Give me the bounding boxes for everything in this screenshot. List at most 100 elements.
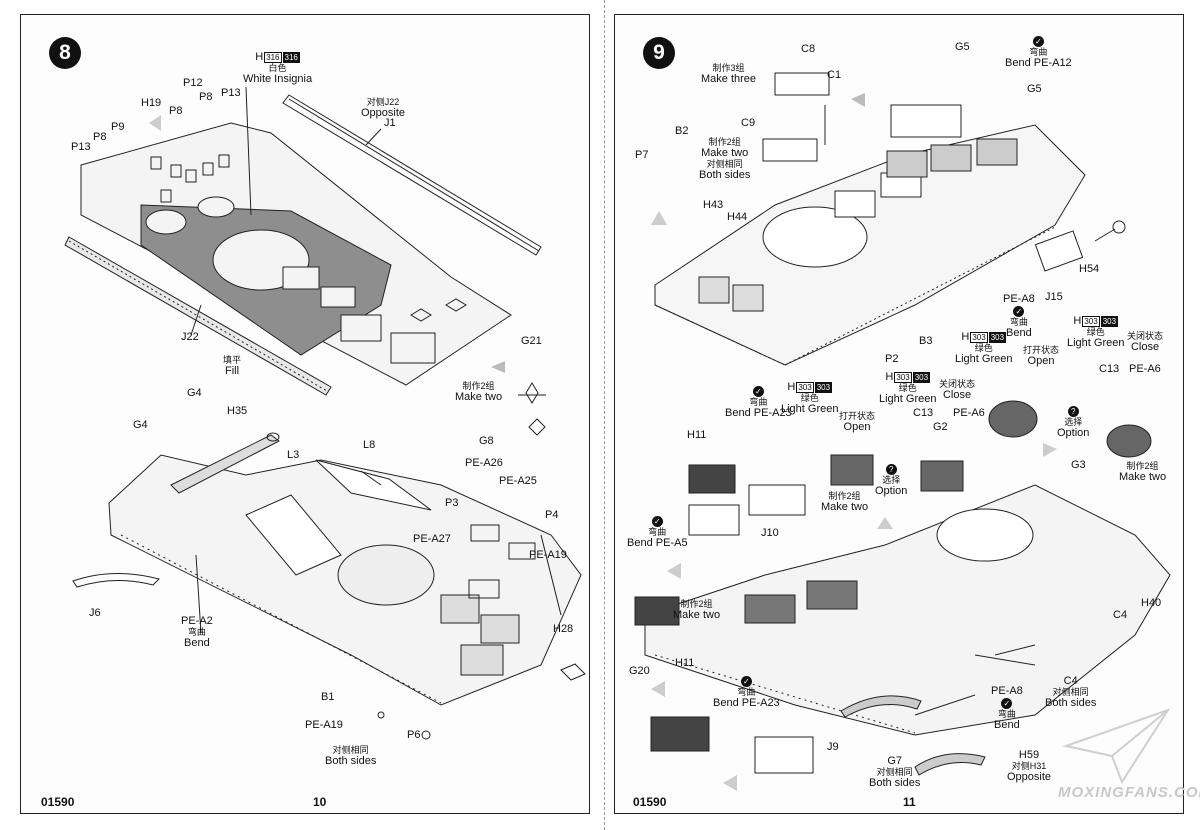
part-h303-prefix: H bbox=[787, 381, 796, 393]
part-b1: B1 bbox=[321, 691, 335, 703]
color-label-cn: 绿色 bbox=[800, 393, 819, 403]
label-en: Both sides bbox=[325, 755, 377, 767]
part-c8: C8 bbox=[801, 43, 816, 55]
option-question-icon: ? bbox=[1067, 406, 1079, 417]
label-cn: 对侧相同 bbox=[332, 745, 369, 755]
color-label-en: White Insignia bbox=[243, 73, 313, 85]
part-pe-a2: PE-A2 bbox=[181, 615, 213, 627]
callout-pe-a8: PE-A8 ✓ 弯曲 Bend bbox=[991, 685, 1023, 731]
part-h303-prefix: H bbox=[1073, 315, 1082, 327]
part-j15: J15 bbox=[1045, 291, 1063, 303]
fill-label-en: Fill bbox=[224, 365, 240, 377]
color-label-cn: 绿色 bbox=[898, 383, 917, 393]
bend-label-en: Bend bbox=[1006, 327, 1032, 339]
paint-code-filled: 303 bbox=[814, 382, 833, 393]
paper-plane-watermark-icon bbox=[1062, 708, 1171, 785]
label-en: Both sides bbox=[699, 169, 751, 181]
label-en: Make two bbox=[821, 501, 869, 513]
color-label-cn: 绿色 bbox=[1086, 327, 1105, 337]
part-h40: H40 bbox=[1141, 597, 1162, 609]
bend-label-cn: 弯曲 bbox=[1009, 317, 1028, 327]
part-pe-a6: PE-A6 bbox=[953, 407, 985, 419]
label-en: Make two bbox=[1119, 471, 1167, 483]
callout-pe-a5: ✓ 弯曲 Bend PE-A5 bbox=[627, 515, 688, 549]
product-code: 01590 bbox=[633, 795, 667, 809]
label-en: Both sides bbox=[869, 777, 921, 789]
part-p9: P9 bbox=[111, 121, 125, 133]
step-number-badge: 8 bbox=[49, 37, 81, 69]
label-en: Option bbox=[1057, 427, 1090, 439]
callout-pe-a23: ✓ 弯曲 Bend PE-A23 bbox=[713, 675, 780, 709]
part-p6: P6 bbox=[407, 729, 421, 741]
part-j1: J1 bbox=[384, 117, 396, 129]
part-g7: G7 bbox=[887, 755, 903, 767]
part-h28: H28 bbox=[553, 623, 574, 635]
part-p13: P13 bbox=[71, 141, 91, 153]
color-label-en: Light Green bbox=[879, 393, 937, 405]
bend-label-en: Bend bbox=[994, 719, 1020, 731]
part-pe-a19: PE-A19 bbox=[529, 549, 567, 561]
bend-check-icon: ✓ bbox=[651, 516, 663, 527]
part-p4: P4 bbox=[545, 509, 559, 521]
bend-check-icon: ✓ bbox=[752, 386, 764, 397]
part-j6: J6 bbox=[89, 607, 101, 619]
paint-code-filled: 303 bbox=[912, 372, 931, 383]
part-c9: C9 bbox=[741, 117, 756, 129]
part-j22: J22 bbox=[181, 331, 199, 343]
label-cn: 制作2组 bbox=[462, 381, 495, 391]
step-number-badge: 9 bbox=[643, 37, 675, 69]
page-number: 10 bbox=[313, 795, 327, 809]
paint-code-outline: 303 bbox=[796, 382, 814, 393]
h59-opposite-note: H59 对侧H31 Opposite bbox=[1007, 749, 1051, 783]
part-pe-a23: PE-A23 bbox=[753, 407, 792, 419]
part-pe-a6: PE-A6 bbox=[1129, 363, 1161, 375]
product-code: 01590 bbox=[41, 795, 75, 809]
part-pe-a26: PE-A26 bbox=[465, 457, 503, 469]
part-pe-a8: PE-A8 bbox=[1003, 293, 1035, 305]
fill-label-cn: 填平 bbox=[223, 355, 242, 365]
part-p12: P12 bbox=[183, 77, 203, 89]
part-j10: J10 bbox=[761, 527, 779, 539]
label-cn: 打开状态 bbox=[839, 411, 876, 421]
part-h44: H44 bbox=[727, 211, 748, 223]
part-h59: H59 bbox=[1018, 749, 1040, 761]
label-en: Opposite bbox=[1007, 771, 1052, 783]
part-p8: P8 bbox=[169, 105, 183, 117]
label-cn: 对侧H31 bbox=[1011, 761, 1047, 771]
step-number: 9 bbox=[653, 41, 665, 64]
label-en: Open bbox=[843, 421, 871, 433]
part-g2: G2 bbox=[933, 421, 948, 433]
part-pe-a25: PE-A25 bbox=[499, 475, 537, 487]
label-en: Make two bbox=[455, 391, 503, 403]
part-l3: L3 bbox=[287, 449, 300, 461]
c4-both-sides-note: C4 对侧相同 Both sides bbox=[1045, 675, 1096, 709]
label-en: Close bbox=[1130, 341, 1160, 353]
label-en: Make two bbox=[673, 609, 721, 621]
callout-pe-a8: PE-A8 ✓ 弯曲 Bend bbox=[1003, 293, 1035, 339]
part-h303-prefix: H bbox=[885, 371, 894, 383]
paint-code-outline: 303 bbox=[1082, 316, 1100, 327]
bend-label-en: Bend bbox=[184, 637, 210, 649]
label-en: Make two bbox=[701, 147, 749, 159]
part-c13: C13 bbox=[1099, 363, 1120, 375]
part-g8: G8 bbox=[479, 435, 494, 447]
part-h54: H54 bbox=[1079, 263, 1100, 275]
watermark-text: MOXINGFANS.COM bbox=[1058, 784, 1200, 801]
page-number: 11 bbox=[903, 795, 916, 809]
part-p8: P8 bbox=[93, 131, 107, 143]
bend-label-en: Bend bbox=[1005, 57, 1031, 69]
part-p2: P2 bbox=[885, 353, 899, 365]
callout-pe-a23: ✓ 弯曲 Bend PE-A23 bbox=[725, 385, 792, 419]
part-h11: H11 bbox=[687, 429, 707, 441]
bend-label-en: Bend bbox=[713, 697, 739, 709]
color-label-en: Light Green bbox=[955, 353, 1013, 365]
paint-code-filled: 316 bbox=[282, 52, 300, 63]
label-cn: 关闭状态 bbox=[939, 379, 976, 389]
